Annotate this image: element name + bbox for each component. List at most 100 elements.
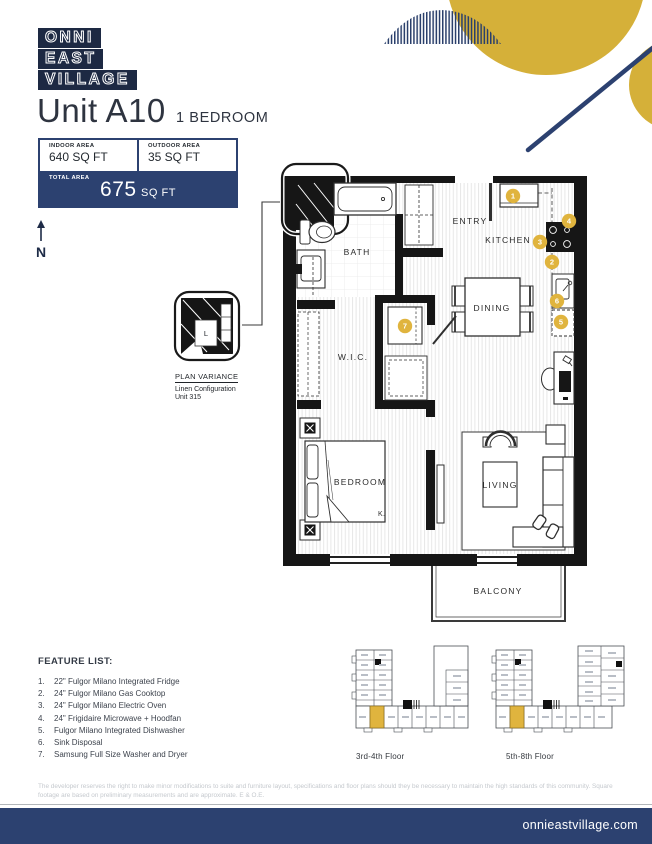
plan-variance-title: PLAN VARIANCE [175,372,239,383]
room-label-bath: BATH [344,247,371,257]
hall-closet [384,355,428,401]
linen-closet-letter: L [204,329,208,338]
outdoor-area-value: 35 SQ FT [148,150,201,164]
total-area-bar: TOTAL AREA 675 SQ FT [40,171,236,206]
room-label-kitchen: KITCHEN [485,235,531,245]
feature-list: FEATURE LIST: 1. 22" Fulgor Milano Integr… [38,656,318,761]
total-area-value: 675 SQ FT [100,178,176,201]
feature-item-number: 2. [38,689,45,699]
feature-marker-number: 7 [403,322,407,331]
indoor-area-label: INDOOR AREA [49,143,95,149]
feature-item: 6.Sink Disposal [38,737,318,749]
toilet [299,219,336,245]
keyplan-highlighted-unit [509,705,525,729]
indoor-area-value: 640 SQ FT [49,150,108,164]
footer-divider [0,804,652,805]
feature-marker-number: 4 [567,217,572,226]
bathtub [333,182,397,216]
room-label-living: LIVING [482,480,517,490]
area-summary-table: INDOOR AREA 640 SQ FT OUTDOOR AREA 35 SQ… [38,138,238,208]
room-label-bedroom: BEDROOM [334,477,386,487]
variance-callout-line [240,201,285,326]
diagonal-accent-line [525,45,652,153]
bath-vanity-sink [295,249,326,289]
logo-line-3: VILLAGE [38,70,137,90]
feature-markers: 1 2 3 4 5 6 7 [397,188,577,334]
feature-marker-number: 6 [555,297,559,306]
north-letter: N [36,244,46,260]
feature-marker-circle [553,314,569,330]
footer-bar: onnieastvillage.com [0,808,652,844]
laundry-door-leaf [432,315,457,345]
feature-item-text: 24" Frigidaire Microwave + Hoodfan [54,713,182,723]
logo-line-1: ONNI [38,28,101,48]
room-label-balcony: BALCONY [473,586,522,596]
outdoor-area-label: OUTDOOR AREA [148,143,201,149]
plan-variance-line1: Linen Configuration [175,385,236,393]
feature-marker-circle [544,254,560,270]
feature-marker-circle [532,234,548,250]
feature-item-text: Sink Disposal [54,738,103,748]
feature-item-number: 4. [38,713,45,723]
floor-plan: ENTRY KITCHEN BATH DINING W.I.C. BEDROOM… [280,161,587,622]
nightstand [299,417,321,439]
sofa [512,456,575,548]
indoor-area-cell: INDOOR AREA 640 SQ FT [40,140,137,171]
logo-line-2: EAST [38,49,104,69]
feature-marker-number: 1 [511,192,515,201]
sliding-door-panel [436,464,445,524]
room-label-wic: W.I.C. [338,352,368,362]
feature-item: 2. 24" Fulgor Milano Gas Cooktop [38,688,318,700]
windows [330,556,517,564]
coffee-table [482,461,518,508]
entry-door-leaf [489,183,492,221]
feature-item-text: Fulgor Milano Integrated Dishwasher [54,725,185,735]
dining-table-set [451,277,534,337]
nightstand [299,519,321,541]
side-table [545,424,566,445]
feature-item-text: 24" Fulgor Milano Gas Cooktop [54,689,166,699]
feature-item-text: 22" Fulgor Milano Integrated Fridge [54,677,180,686]
feature-item: 3. 24" Fulgor Milano Electric Oven [38,700,318,712]
unit-title: Unit A10 [37,92,166,129]
feature-marker-circle [397,318,413,334]
feature-item-text: Samsung Full Size Washer and Dryer [54,750,188,760]
plan-variance-line2: Unit 315 [175,394,202,401]
feature-item-number: 1. [38,677,45,686]
unit-type-label: 1 BEDROOM [176,110,269,126]
plan-variance-detail: L [172,289,242,363]
room-label-entry: ENTRY [453,216,488,226]
desk [541,351,575,405]
feature-item-text: 24" Fulgor Milano Electric Oven [54,701,167,711]
bed-size-label: K. [378,511,385,518]
onni-east-village-logo: ONNI EAST VILLAGE [38,28,137,91]
entry-closet [404,184,434,246]
website-link[interactable]: onnieastvillage.com [522,818,638,832]
feature-marker-circle [561,213,577,229]
balcony-railing [431,566,566,622]
north-arrow: N [36,220,46,260]
feature-marker-number: 2 [550,258,554,267]
disclaimer-text: The developer reserves the right to make… [38,783,613,799]
feature-marker-number: 5 [559,318,563,327]
feature-marker-circle [505,188,521,204]
feature-item: 7. Samsung Full Size Washer and Dryer [38,749,318,761]
keyplan-3rd-4th-label: 3rd-4th Floor [356,752,405,761]
feature-marker-number: 3 [538,238,542,247]
striped-dome-shape [384,10,501,44]
feature-item-number: 3. [38,701,45,711]
king-bed [304,440,386,523]
keyplan-3rd-4th [351,645,469,733]
feature-list-heading: FEATURE LIST: [38,656,113,667]
outdoor-area-cell: OUTDOOR AREA 35 SQ FT [137,140,236,171]
wic-closet [297,311,320,397]
keyplan-5th-8th [491,645,625,733]
feature-marker-circle [549,293,565,309]
keyplan-highlighted-unit [369,705,385,729]
feature-item: 1. 22" Fulgor Milano Integrated Fridge [38,676,318,688]
feature-item-number: 5. [38,725,45,735]
feature-item-number: 7. [38,750,45,760]
feature-item: 5. Fulgor Milano Integrated Dishwasher [38,725,318,737]
keyplan-5th-8th-label: 5th-8th Floor [506,752,554,761]
